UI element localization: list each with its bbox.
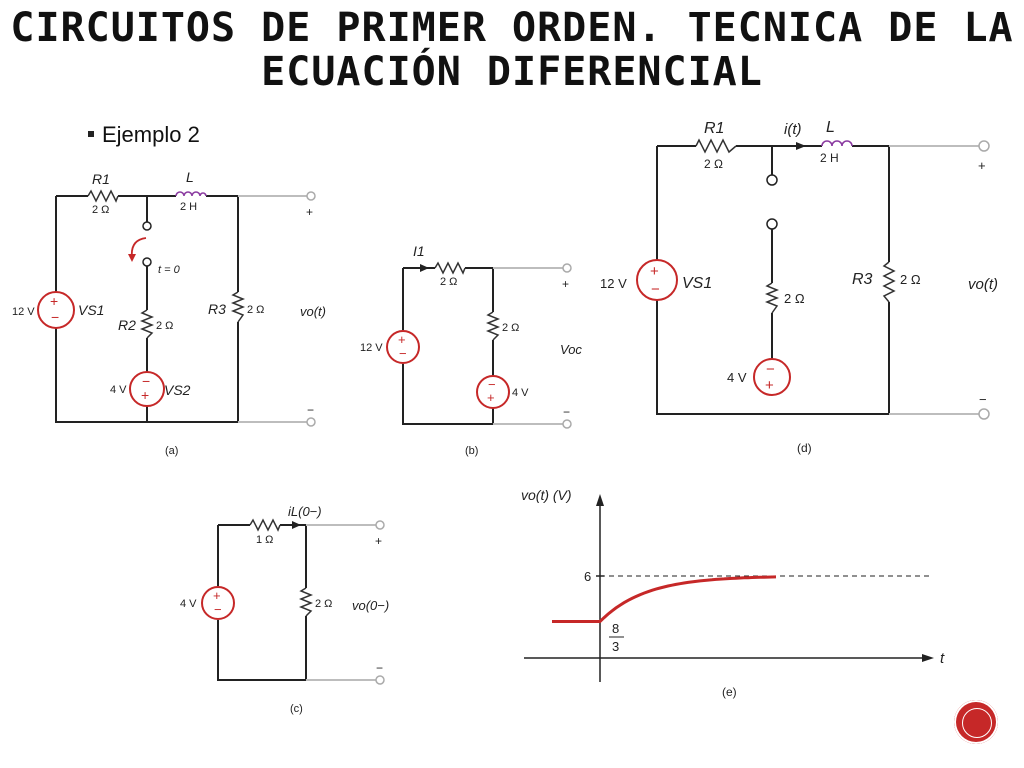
c-r2-value: 2 Ω xyxy=(315,598,332,610)
bullet-text: Ejemplo 2 xyxy=(102,122,200,147)
d-l-value: 2 H xyxy=(820,151,839,165)
svg-text:−: − xyxy=(214,602,222,617)
d-vs1-value: 12 V xyxy=(600,276,627,291)
a-r1-label: R1 xyxy=(92,171,110,187)
title-line-1: CIRCUITOS DE PRIMER ORDEN. TECNICA DE LA xyxy=(10,5,1014,51)
svg-text:−: − xyxy=(766,361,775,378)
b-voc-label: Voc xyxy=(560,342,582,357)
e-response-curve xyxy=(552,575,777,623)
title-line-2: ECUACIÓN DIFERENCIAL xyxy=(261,49,763,95)
figure-d: +− −+ R1 2 Ω i(t) L 2 H 12 V VS1 2 Ω 4 V… xyxy=(600,119,998,455)
d-vs1-label: VS1 xyxy=(682,275,712,292)
a-r2-value: 2 Ω xyxy=(156,320,173,332)
a-r3-value: 2 Ω xyxy=(247,304,264,316)
b-r-value: 2 Ω xyxy=(440,276,457,288)
a-switch-label: t = 0 xyxy=(158,264,181,276)
svg-text:−: − xyxy=(399,346,407,361)
d-plus: + xyxy=(978,158,986,173)
b-r2-value: 2 Ω xyxy=(502,322,519,334)
a-r1-value: 2 Ω xyxy=(92,204,109,216)
d-i-label: i(t) xyxy=(784,121,802,138)
e-xlabel: t xyxy=(940,650,945,667)
svg-text:+: + xyxy=(487,390,495,405)
b-i1-label: I1 xyxy=(413,243,425,259)
c-minus: − xyxy=(376,661,383,675)
a-vo-label: vo(t) xyxy=(300,304,326,319)
b-minus: − xyxy=(563,405,570,419)
figure-c: +− iL(0−) 1 Ω 4 V 2 Ω vo(0−) + − (c) xyxy=(180,504,389,715)
svg-text:+: + xyxy=(213,588,221,603)
c-vo-label: vo(0−) xyxy=(352,598,389,613)
a-r3-label: R3 xyxy=(208,301,226,317)
bullet-item: Ejemplo 2 xyxy=(88,122,200,148)
d-caption: (d) xyxy=(797,441,812,455)
c-caption: (c) xyxy=(290,703,303,715)
a-l-value: 2 H xyxy=(180,201,197,213)
b-caption: (b) xyxy=(465,445,478,457)
figure-a: +− −+ R1 2 Ω L 2 H t = 0 12 V VS1 R2 2 Ω… xyxy=(12,169,326,457)
e-caption: (e) xyxy=(722,685,737,699)
d-minus: − xyxy=(979,392,987,407)
d-r3-label: R3 xyxy=(852,271,873,288)
svg-text:−: − xyxy=(142,373,150,389)
d-r1-label: R1 xyxy=(704,120,724,137)
slide-title: CIRCUITOS DE PRIMER ORDEN. TECNICA DE LA… xyxy=(0,6,1024,94)
a-minus: − xyxy=(307,403,314,417)
a-vs1-value: 12 V xyxy=(12,306,35,318)
d-vo-label: vo(t) xyxy=(968,276,998,293)
a-vs2-label: VS2 xyxy=(164,382,191,398)
svg-text:+: + xyxy=(398,332,406,347)
b-v4-value: 4 V xyxy=(512,387,529,399)
c-plus: + xyxy=(375,534,382,548)
b-vs-value: 12 V xyxy=(360,342,383,354)
e-x-arrow-icon xyxy=(922,654,934,662)
a-vs2-value: 4 V xyxy=(110,384,127,396)
d-r-value: 2 Ω xyxy=(784,291,805,306)
svg-text:+: + xyxy=(765,377,774,394)
e-y-arrow-icon xyxy=(596,494,604,506)
a-vs1-label: VS1 xyxy=(78,302,104,318)
d-l-label: L xyxy=(826,119,835,136)
d-v4-value: 4 V xyxy=(727,370,747,385)
e-frac-den: 3 xyxy=(612,639,619,654)
c-r-value: 1 Ω xyxy=(256,534,273,546)
a-caption: (a) xyxy=(165,445,178,457)
e-tick-6: 6 xyxy=(584,569,591,584)
c-vs-value: 4 V xyxy=(180,598,197,610)
a-r2-label: R2 xyxy=(118,317,136,333)
d-r1-value: 2 Ω xyxy=(704,157,723,171)
d-r3-value: 2 Ω xyxy=(900,272,921,287)
a-l-label: L xyxy=(186,169,194,185)
svg-text:+: + xyxy=(50,293,58,309)
e-ylabel: vo(t) (V) xyxy=(521,487,572,503)
figure-b: +− −+ I1 2 Ω 12 V 2 Ω 4 V Voc + − (b) xyxy=(360,243,582,457)
svg-text:−: − xyxy=(51,309,59,325)
svg-text:+: + xyxy=(141,387,149,403)
svg-text:+: + xyxy=(650,263,659,280)
e-frac-num: 8 xyxy=(612,621,619,636)
figure-e: vo(t) (V) 6 8 3 t (e) xyxy=(521,487,945,699)
bullet-square-icon xyxy=(88,131,94,138)
c-il-label: iL(0−) xyxy=(288,504,322,519)
logo-icon xyxy=(954,700,998,744)
a-plus: + xyxy=(306,205,313,219)
svg-text:−: − xyxy=(488,377,496,392)
b-plus: + xyxy=(562,277,569,291)
svg-text:−: − xyxy=(651,281,660,298)
